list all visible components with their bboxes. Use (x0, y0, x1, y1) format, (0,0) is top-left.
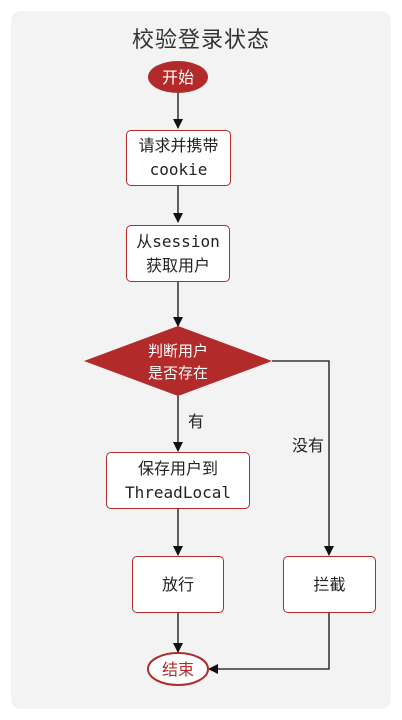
save-user-label-line2: ThreadLocal (125, 482, 231, 502)
pass-label: 放行 (161, 574, 194, 594)
get-user-label-line2: 获取用户 (145, 255, 210, 275)
start-node (148, 61, 208, 93)
pass-node: 放行 (132, 556, 224, 613)
get-user-label-line1: 从session (136, 231, 220, 251)
save-user-node: 保存用户到 ThreadLocal (106, 452, 250, 509)
diagram-title: 校验登录状态 (131, 28, 270, 53)
arrow-block-to-end (208, 613, 330, 674)
arrow-decision-to-block (272, 360, 334, 556)
decision-label-line2: 是否存在 (148, 364, 208, 382)
request-label-line2: cookie (149, 160, 208, 179)
request-label-line1: 请求并携带 (138, 136, 219, 155)
request-node: 请求并携带 cookie (126, 130, 231, 186)
decision-label-line1: 判断用户 (148, 342, 208, 360)
block-label: 拦截 (313, 574, 346, 594)
end-node (147, 652, 209, 686)
edge-label-no: 没有 (292, 436, 325, 455)
block-node: 拦截 (283, 556, 376, 613)
get-user-node: 从session 获取用户 (126, 225, 230, 282)
start-label: 开始 (162, 68, 194, 87)
edge-label-yes: 有 (188, 412, 205, 431)
end-label: 结束 (162, 660, 194, 679)
save-user-label-line1: 保存用户到 (137, 458, 218, 478)
decision-node (84, 326, 272, 396)
